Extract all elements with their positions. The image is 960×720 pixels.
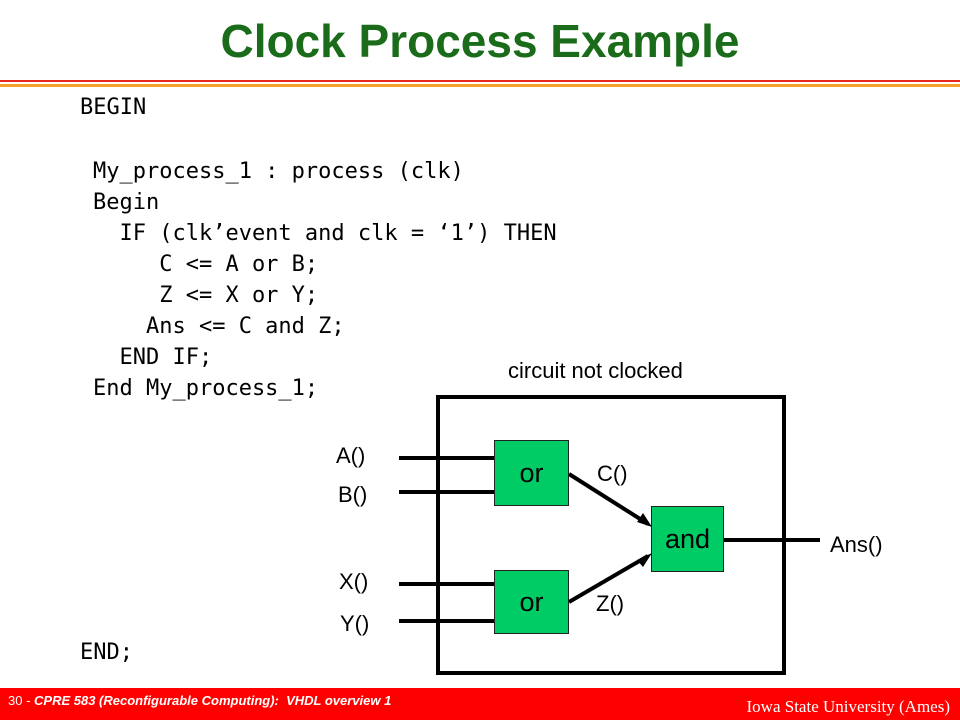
code-line: End My_process_1; xyxy=(93,376,319,401)
footer-page-number: 30 - xyxy=(8,693,35,708)
wire-z xyxy=(567,554,650,604)
code-process-block: My_process_1 : process (clk) Begin IF (c… xyxy=(93,156,557,404)
code-line: Begin xyxy=(93,190,160,215)
diagram-caption: circuit not clocked xyxy=(508,358,683,383)
wire-x xyxy=(399,582,494,586)
arrowhead-c xyxy=(637,513,652,527)
footer-course-info: 30 - CPRE 583 (Reconfigurable Computing)… xyxy=(8,693,391,708)
wire-b xyxy=(399,490,494,494)
footer-bar xyxy=(0,688,960,720)
code-line: Z <= X or Y; xyxy=(93,283,319,308)
or-gate-top: or xyxy=(494,440,569,506)
signal-label-b: B() xyxy=(338,482,368,507)
code-line: C <= A or B; xyxy=(93,252,319,277)
and-gate: and xyxy=(651,506,724,572)
code-line: Ans <= C and Z; xyxy=(93,314,345,339)
footer-institution: Iowa State University (Ames) xyxy=(746,697,950,716)
arrowhead-z xyxy=(637,553,652,567)
signal-label-x: X() xyxy=(339,569,369,594)
code-line: END IF; xyxy=(93,345,213,370)
circuit-boundary xyxy=(436,395,786,675)
signal-label-z: Z() xyxy=(596,591,625,616)
wire-a xyxy=(399,456,494,460)
code-line: IF (clk’event and clk = ‘1’) THEN xyxy=(93,221,557,246)
footer-course-title: CPRE 583 (Reconfigurable Computing): VHD… xyxy=(34,693,392,708)
or-gate-bottom: or xyxy=(494,570,569,634)
title-rule-red xyxy=(0,80,960,82)
wire-c xyxy=(567,472,650,526)
code-end: END; xyxy=(80,640,133,665)
signal-label-y: Y() xyxy=(340,611,370,636)
code-line: My_process_1 : process (clk) xyxy=(93,159,464,184)
wire-y xyxy=(399,619,494,623)
signal-label-ans: Ans() xyxy=(830,532,883,557)
slide-title: Clock Process Example xyxy=(220,15,740,67)
code-begin: BEGIN xyxy=(80,95,147,120)
title-rule-orange xyxy=(0,84,960,87)
wire-ans xyxy=(724,538,820,542)
signal-label-c: C() xyxy=(597,461,628,486)
signal-label-a: A() xyxy=(336,443,366,468)
